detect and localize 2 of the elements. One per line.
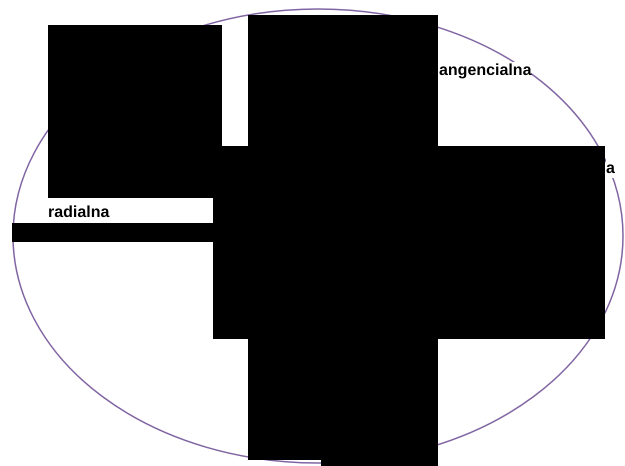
region-label: a: [606, 160, 615, 178]
region-label: angencialna: [439, 62, 532, 80]
